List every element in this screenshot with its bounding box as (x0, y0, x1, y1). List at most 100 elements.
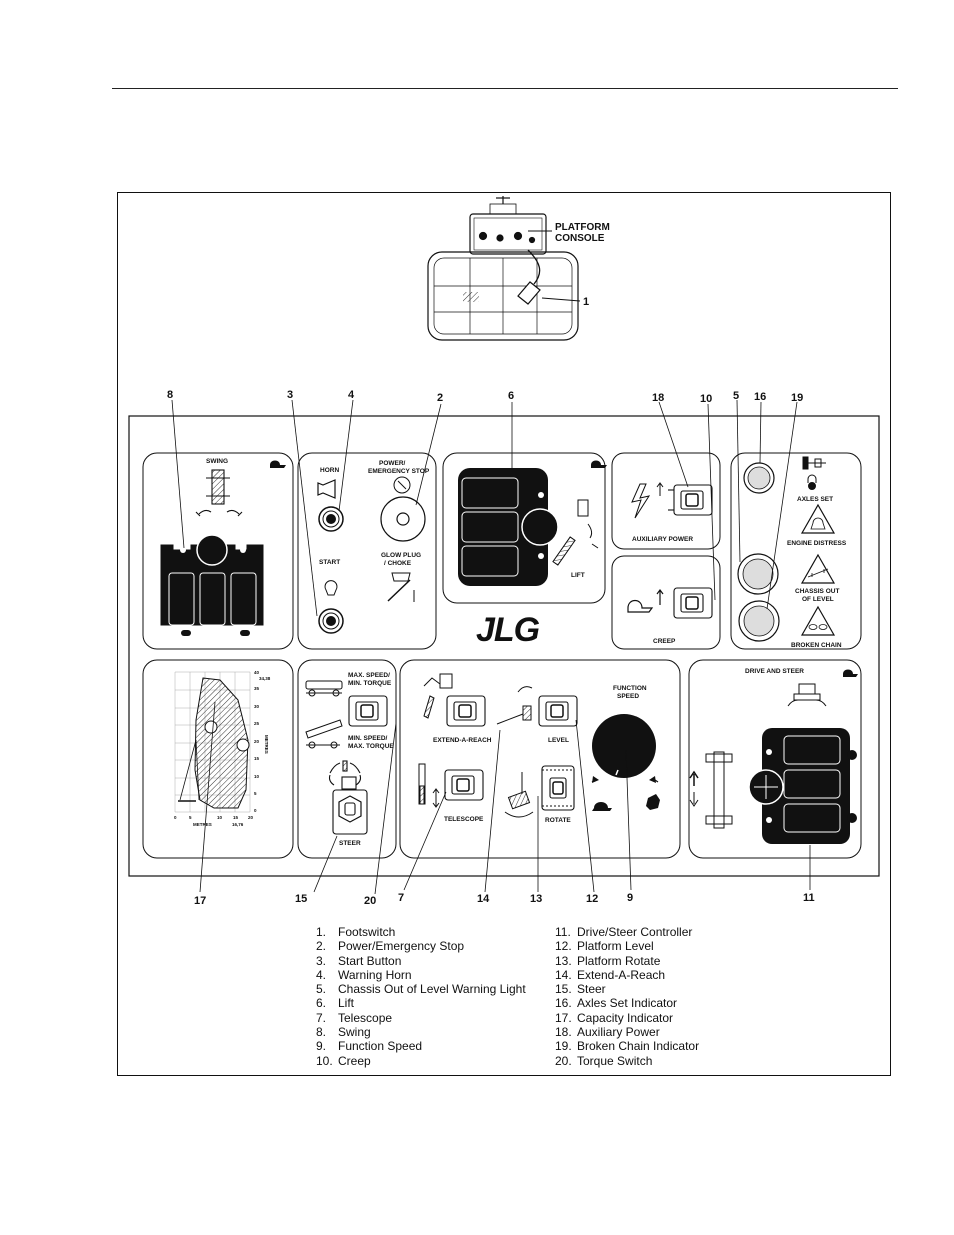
legend-right: 11.Drive/Steer Controller 12.Platform Le… (555, 925, 699, 1068)
creep-switch[interactable] (673, 587, 713, 619)
chart-y-extra: 34,38 (259, 676, 271, 681)
callout-4: 4 (348, 389, 355, 401)
legend-item: 6.Lift (316, 996, 355, 1011)
chassis-out-of-level-icon (800, 553, 836, 584)
function-speed-knob[interactable] (591, 714, 659, 783)
level-icon (496, 686, 533, 725)
indicator-panel (730, 452, 862, 650)
callout-17: 17 (194, 895, 206, 907)
creep-snail-icon (627, 589, 664, 613)
chart-y-tick-25: 25 (254, 721, 260, 726)
console-panel (128, 415, 880, 877)
rabbit-fast-icon (646, 794, 660, 810)
callout-13: 13 (530, 893, 542, 905)
callout-14: 14 (477, 893, 490, 905)
horn-button[interactable] (318, 506, 344, 532)
lift-joystick[interactable] (458, 468, 559, 586)
swing-snail-icon (270, 460, 286, 468)
drive-steer-label: DRIVE AND STEER (745, 668, 804, 675)
turtle-slow-icon (592, 802, 612, 811)
chart-y-tick-40: 40 (254, 670, 260, 675)
chart-x-axis-label: METRES (193, 822, 212, 827)
callout-11: 11 (803, 892, 815, 904)
extend-a-reach-label: EXTEND-A-REACH (433, 737, 492, 744)
min-speed-label-1: MIN. SPEED/ (348, 735, 388, 742)
lift-panel (442, 452, 606, 604)
swing-joystick[interactable] (160, 534, 264, 636)
drive-snail-icon (843, 669, 858, 677)
min-speed-label-2: MAX. TORQUE (348, 743, 394, 750)
capacity-panel (142, 659, 294, 859)
telescope-icon (418, 763, 440, 808)
telescope-switch[interactable] (444, 769, 484, 801)
glow-plug-label-2: / CHOKE (384, 560, 412, 567)
legend-left: 1.Footswitch 2.Power/Emergency Stop 3.St… (316, 925, 526, 1068)
chart-y-tick-20: 20 (254, 739, 260, 744)
legend-item: 10.Creep (316, 1053, 371, 1068)
auxiliary-power-icon (631, 482, 664, 519)
callout-18: 18 (652, 392, 664, 404)
chart-x-tick-20: 20 (248, 815, 254, 820)
legend-item: 5.Chassis Out of Level Warning Light (316, 982, 526, 997)
legend-item: 14.Extend-A-Reach (555, 967, 666, 982)
legend-item: 11.Drive/Steer Controller (555, 925, 693, 939)
function-panel (399, 659, 681, 859)
extend-a-reach-switch[interactable] (446, 695, 486, 727)
platform-rotate-switch[interactable] (541, 765, 575, 811)
legend-item: 20.Torque Switch (555, 1053, 653, 1068)
power-stop-label-2: EMERGENCY STOP (368, 468, 430, 475)
start-icon (324, 580, 338, 596)
callout-16: 16 (754, 391, 766, 403)
platform-illustration (427, 196, 581, 341)
aux-power-label: AUXILIARY POWER (632, 536, 693, 543)
torque-switch[interactable] (348, 695, 388, 727)
callout-2: 2 (437, 392, 443, 404)
broken-chain-icon (800, 605, 836, 636)
chassis-out-label-2: OF LEVEL (802, 596, 834, 603)
platform-console (469, 196, 547, 255)
chart-y-tick-10: 10 (254, 774, 260, 779)
auxiliary-power-switch[interactable] (668, 484, 713, 516)
legend-item: 19.Broken Chain Indicator (555, 1039, 700, 1054)
power-panel (297, 452, 437, 650)
chart-x-tick-15: 15 (233, 815, 239, 820)
power-stop-label-1: POWER/ (379, 460, 406, 467)
platform-console-label-1: PLATFORM (555, 222, 610, 233)
chart-x-tick-5: 5 (189, 815, 192, 820)
platform-level-switch[interactable] (538, 695, 578, 727)
chassis-out-label-1: CHASSIS OUT (795, 588, 839, 595)
start-label: START (319, 559, 340, 566)
callout-9: 9 (627, 892, 633, 904)
axles-set-icon (802, 456, 826, 490)
telescope-label: TELESCOPE (444, 816, 484, 823)
legend-item: 3.Start Button (316, 953, 402, 968)
drive-direction-icon (689, 751, 733, 829)
power-emergency-stop-switch[interactable] (380, 476, 426, 542)
chassis-out-of-level-light (737, 553, 779, 595)
glow-plug-choke-icon (387, 572, 415, 602)
min-speed-icon (305, 719, 343, 749)
max-speed-label-2: MIN. TORQUE (348, 680, 392, 687)
steer-switch[interactable] (332, 776, 368, 835)
chart-y-tick-35: 35 (254, 686, 260, 691)
chart-y-tick-5: 5 (254, 791, 257, 796)
level-label: LEVEL (548, 737, 569, 744)
chart-x-tick-10: 10 (217, 815, 223, 820)
broken-chain-label: BROKEN CHAIN (791, 642, 842, 649)
start-button[interactable] (318, 608, 344, 634)
legend-item: 15.Steer (555, 982, 606, 997)
callout-3: 3 (287, 389, 293, 401)
capacity-chart (174, 671, 251, 813)
chart-x-extra: 16,76 (232, 822, 244, 827)
chart-y-tick-0: 0 (254, 808, 257, 813)
legend-item: 17.Capacity Indicator (555, 1010, 674, 1025)
drive-steer-icon (787, 683, 827, 707)
figure-frame (117, 192, 891, 1076)
max-speed-icon (305, 680, 343, 697)
legend-item: 1.Footswitch (316, 925, 396, 939)
drive-steer-controller[interactable] (748, 728, 857, 844)
axles-set-indicator-light (743, 462, 775, 494)
steer-arrows-icon (328, 760, 362, 786)
rotate-icon (504, 772, 534, 818)
